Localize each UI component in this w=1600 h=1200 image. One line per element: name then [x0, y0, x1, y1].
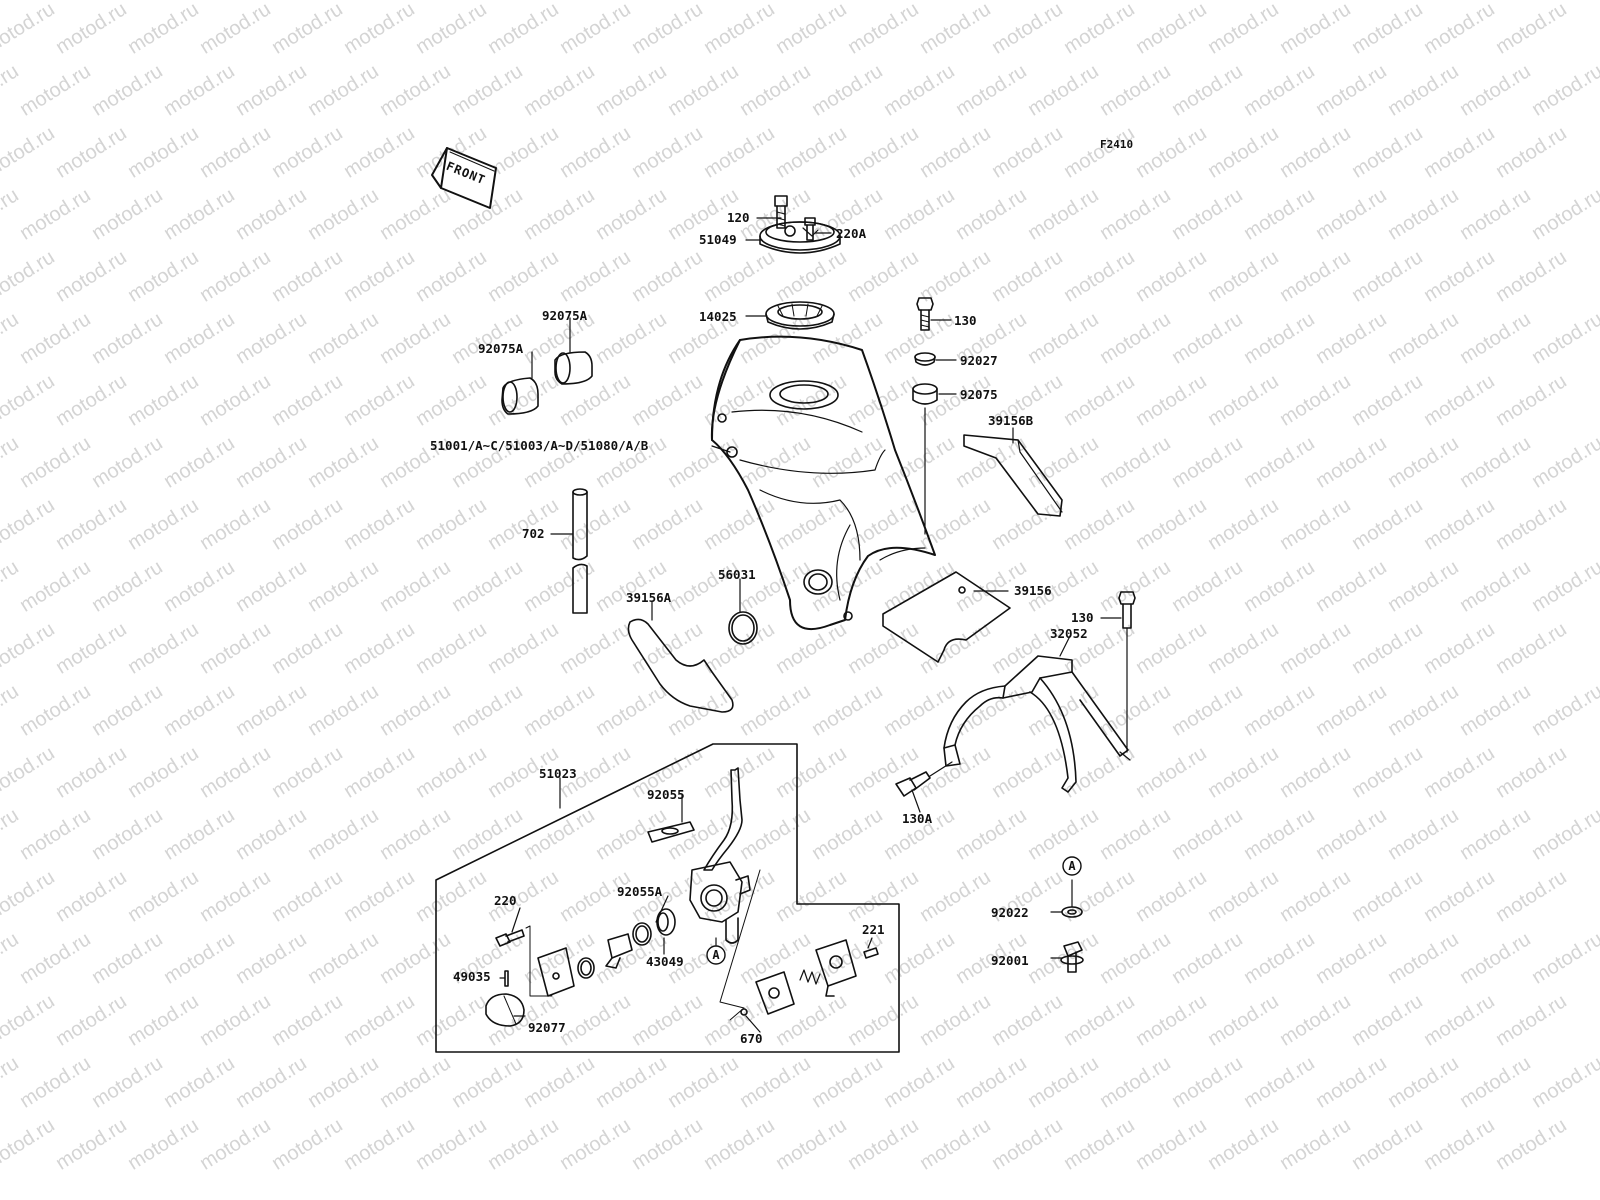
- part-label-43049: 43049: [646, 954, 684, 969]
- cap-ring-14025: [765, 301, 835, 330]
- part-label-702: 702: [522, 526, 545, 541]
- part-label-56031: 56031: [718, 567, 756, 582]
- damper-92075: [912, 383, 938, 535]
- bracket-32052: [943, 655, 1131, 793]
- damper-92075A-left: [501, 377, 539, 415]
- bolt-130-right: [1118, 591, 1136, 753]
- part-label-92055A: 92055A: [617, 884, 663, 899]
- bolt-130-top: [916, 297, 934, 331]
- part-label-39156B: 39156B: [988, 413, 1034, 428]
- part-label-92075: 92075: [960, 387, 998, 402]
- bolt-92001: [1060, 941, 1084, 973]
- part-label-220: 220: [494, 893, 517, 908]
- valve-lever: [605, 933, 633, 969]
- part-label-220A: 220A: [836, 226, 867, 241]
- part-label-49035: 49035: [453, 969, 491, 984]
- seal-670: [719, 869, 761, 1021]
- part-label-39156A: 39156A: [626, 590, 672, 605]
- part-label-14025: 14025: [699, 309, 737, 324]
- plate: [537, 947, 575, 997]
- hose-702: [572, 488, 588, 614]
- part-label-92077: 92077: [528, 1020, 566, 1035]
- part-label-92027: 92027: [960, 353, 998, 368]
- fuel-cock-51023: [689, 767, 751, 944]
- ring-56031: [728, 611, 758, 645]
- part-label-51023: 51023: [539, 766, 577, 781]
- fuel-tank-51001: [710, 335, 936, 630]
- part-label-92001: 92001: [991, 953, 1029, 968]
- leader-lines: [499, 217, 1122, 1033]
- pad-39156: [882, 571, 1011, 663]
- part-label-120: 120: [727, 210, 750, 225]
- damper-92075A-top: [554, 351, 593, 385]
- part-label-670: 670: [740, 1031, 763, 1046]
- part-label-39156: 39156: [1014, 583, 1052, 598]
- pin-49035: [504, 970, 509, 987]
- knob-92077: [485, 993, 525, 1027]
- callout-a-fuel-cock: A: [712, 948, 720, 962]
- callout-a-right: A: [1068, 859, 1076, 873]
- collar-92027: [914, 352, 936, 366]
- part-label-51001: 51001/A~C/51003/A~D/51080/A/B: [430, 438, 649, 453]
- bolt-130A: [895, 761, 953, 797]
- part-label-92055: 92055: [647, 787, 685, 802]
- gasket-92055: [647, 821, 695, 843]
- cap-bolt-120: [774, 195, 788, 229]
- part-label-92075A-left: 92075A: [478, 341, 524, 356]
- part-label-92075A-top: 92075A: [542, 308, 588, 323]
- fuel-cap-51049: [759, 221, 841, 254]
- screw-220: [495, 925, 553, 997]
- screw-221: [863, 947, 879, 959]
- part-label-32052: 32052: [1050, 626, 1088, 641]
- o-ring-92055A: [632, 922, 652, 946]
- part-label-51049: 51049: [699, 232, 737, 247]
- diaphragm-cover: [755, 971, 795, 1015]
- figure-code: F2410: [1100, 138, 1134, 151]
- pad-39156B: [963, 434, 1063, 517]
- vacuum-cover: [815, 939, 857, 997]
- front-arrow-icon: [431, 147, 497, 209]
- o-ring-small: [577, 957, 595, 979]
- spring: [799, 969, 821, 985]
- fuel-cock-box: [435, 743, 900, 1053]
- part-label-92022: 92022: [991, 905, 1029, 920]
- part-label-130-top: 130: [954, 313, 977, 328]
- part-label-130A: 130A: [902, 811, 933, 826]
- screen-43049: [656, 908, 676, 936]
- pad-39156A: [627, 618, 734, 713]
- part-label-221: 221: [862, 922, 885, 937]
- part-label-130-right: 130: [1071, 610, 1094, 625]
